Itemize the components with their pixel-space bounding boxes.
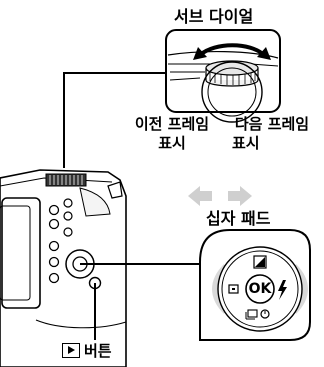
af-target-icon — [228, 284, 239, 294]
sub-dial-label: 서브 다이얼 — [174, 7, 254, 26]
next-frame-line2: 표시 — [232, 134, 260, 152]
prev-frame-line1: 이전 프레임 — [134, 115, 210, 133]
ok-button-label: OK — [248, 281, 272, 297]
sub-dial-inset — [165, 29, 281, 123]
cross-pad-inset — [199, 229, 311, 341]
next-frame-label: 다음 프레임 표시 — [220, 116, 324, 152]
prev-frame-label: 이전 프레임 표시 — [120, 116, 224, 152]
cross-pad-label: 십자 패드 — [206, 209, 271, 228]
left-arrow-icon — [188, 186, 212, 206]
play-button-text: 버튼 — [84, 342, 112, 360]
next-frame-line1: 다음 프레임 — [234, 115, 310, 133]
flash-icon — [278, 280, 287, 300]
play-button-icon — [62, 343, 80, 358]
play-button-label: 버튼 — [62, 343, 112, 360]
right-arrow-icon — [228, 186, 252, 206]
drive-timer-icon — [245, 309, 270, 320]
curved-double-arrow-icon — [193, 43, 271, 60]
prev-frame-line2: 표시 — [158, 134, 186, 152]
sub-dial-leader — [63, 72, 166, 168]
exposure-comp-icon — [253, 255, 267, 269]
camera-body — [0, 169, 127, 367]
